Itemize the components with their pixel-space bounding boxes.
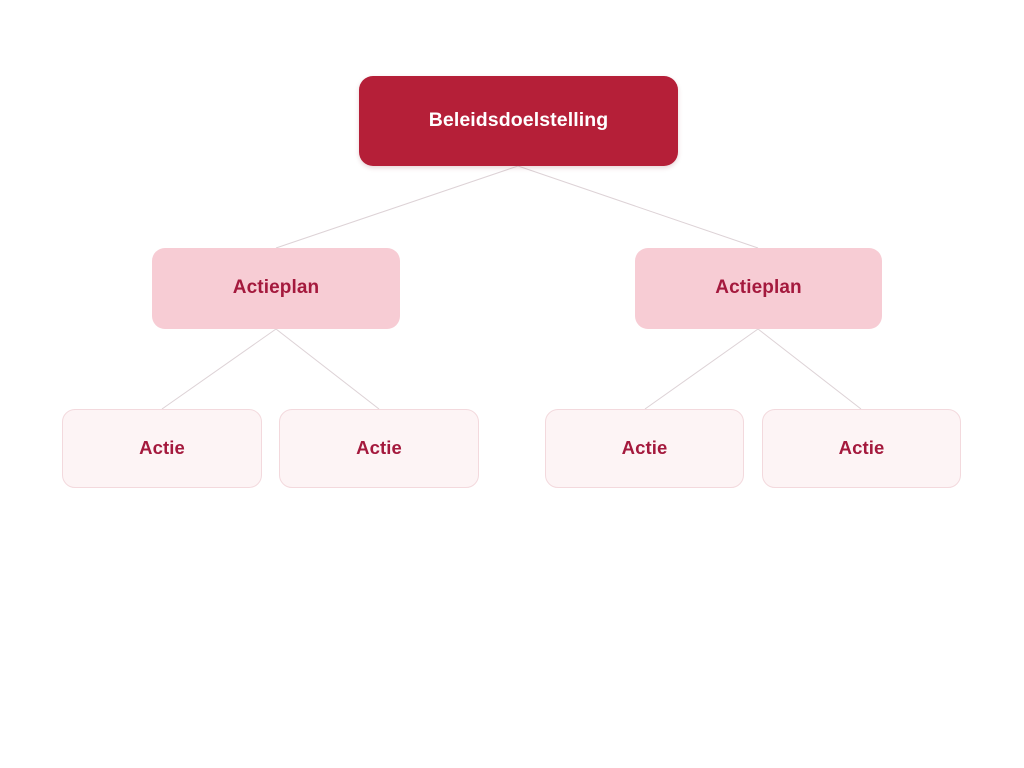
node-label-plan-1: Actieplan <box>232 277 320 299</box>
node-root[interactable]: Beleidsdoelstelling <box>359 76 678 166</box>
edge-root-plan-2 <box>517 165 759 249</box>
edge-plan-1-action-2 <box>275 328 380 410</box>
node-label-plan-2: Actieplan <box>715 277 802 299</box>
node-plan-1[interactable]: Actieplan <box>152 248 400 329</box>
node-plan-2[interactable]: Actieplan <box>635 248 882 329</box>
node-label-action-4: Actie <box>838 437 885 459</box>
node-label-action-1: Actie <box>139 437 185 459</box>
node-action-1[interactable]: Actie <box>62 409 262 488</box>
edge-plan-2-action-4 <box>757 328 862 410</box>
node-action-4[interactable]: Actie <box>762 409 961 488</box>
node-label-action-2: Actie <box>356 437 402 459</box>
node-label-action-3: Actie <box>621 437 668 459</box>
node-action-3[interactable]: Actie <box>545 409 744 488</box>
edge-plan-2-action-3 <box>644 328 759 410</box>
edge-root-plan-1 <box>275 165 519 249</box>
node-label-root: Beleidsdoelstelling <box>428 109 609 132</box>
node-action-2[interactable]: Actie <box>279 409 479 488</box>
edge-plan-1-action-1 <box>161 328 277 410</box>
